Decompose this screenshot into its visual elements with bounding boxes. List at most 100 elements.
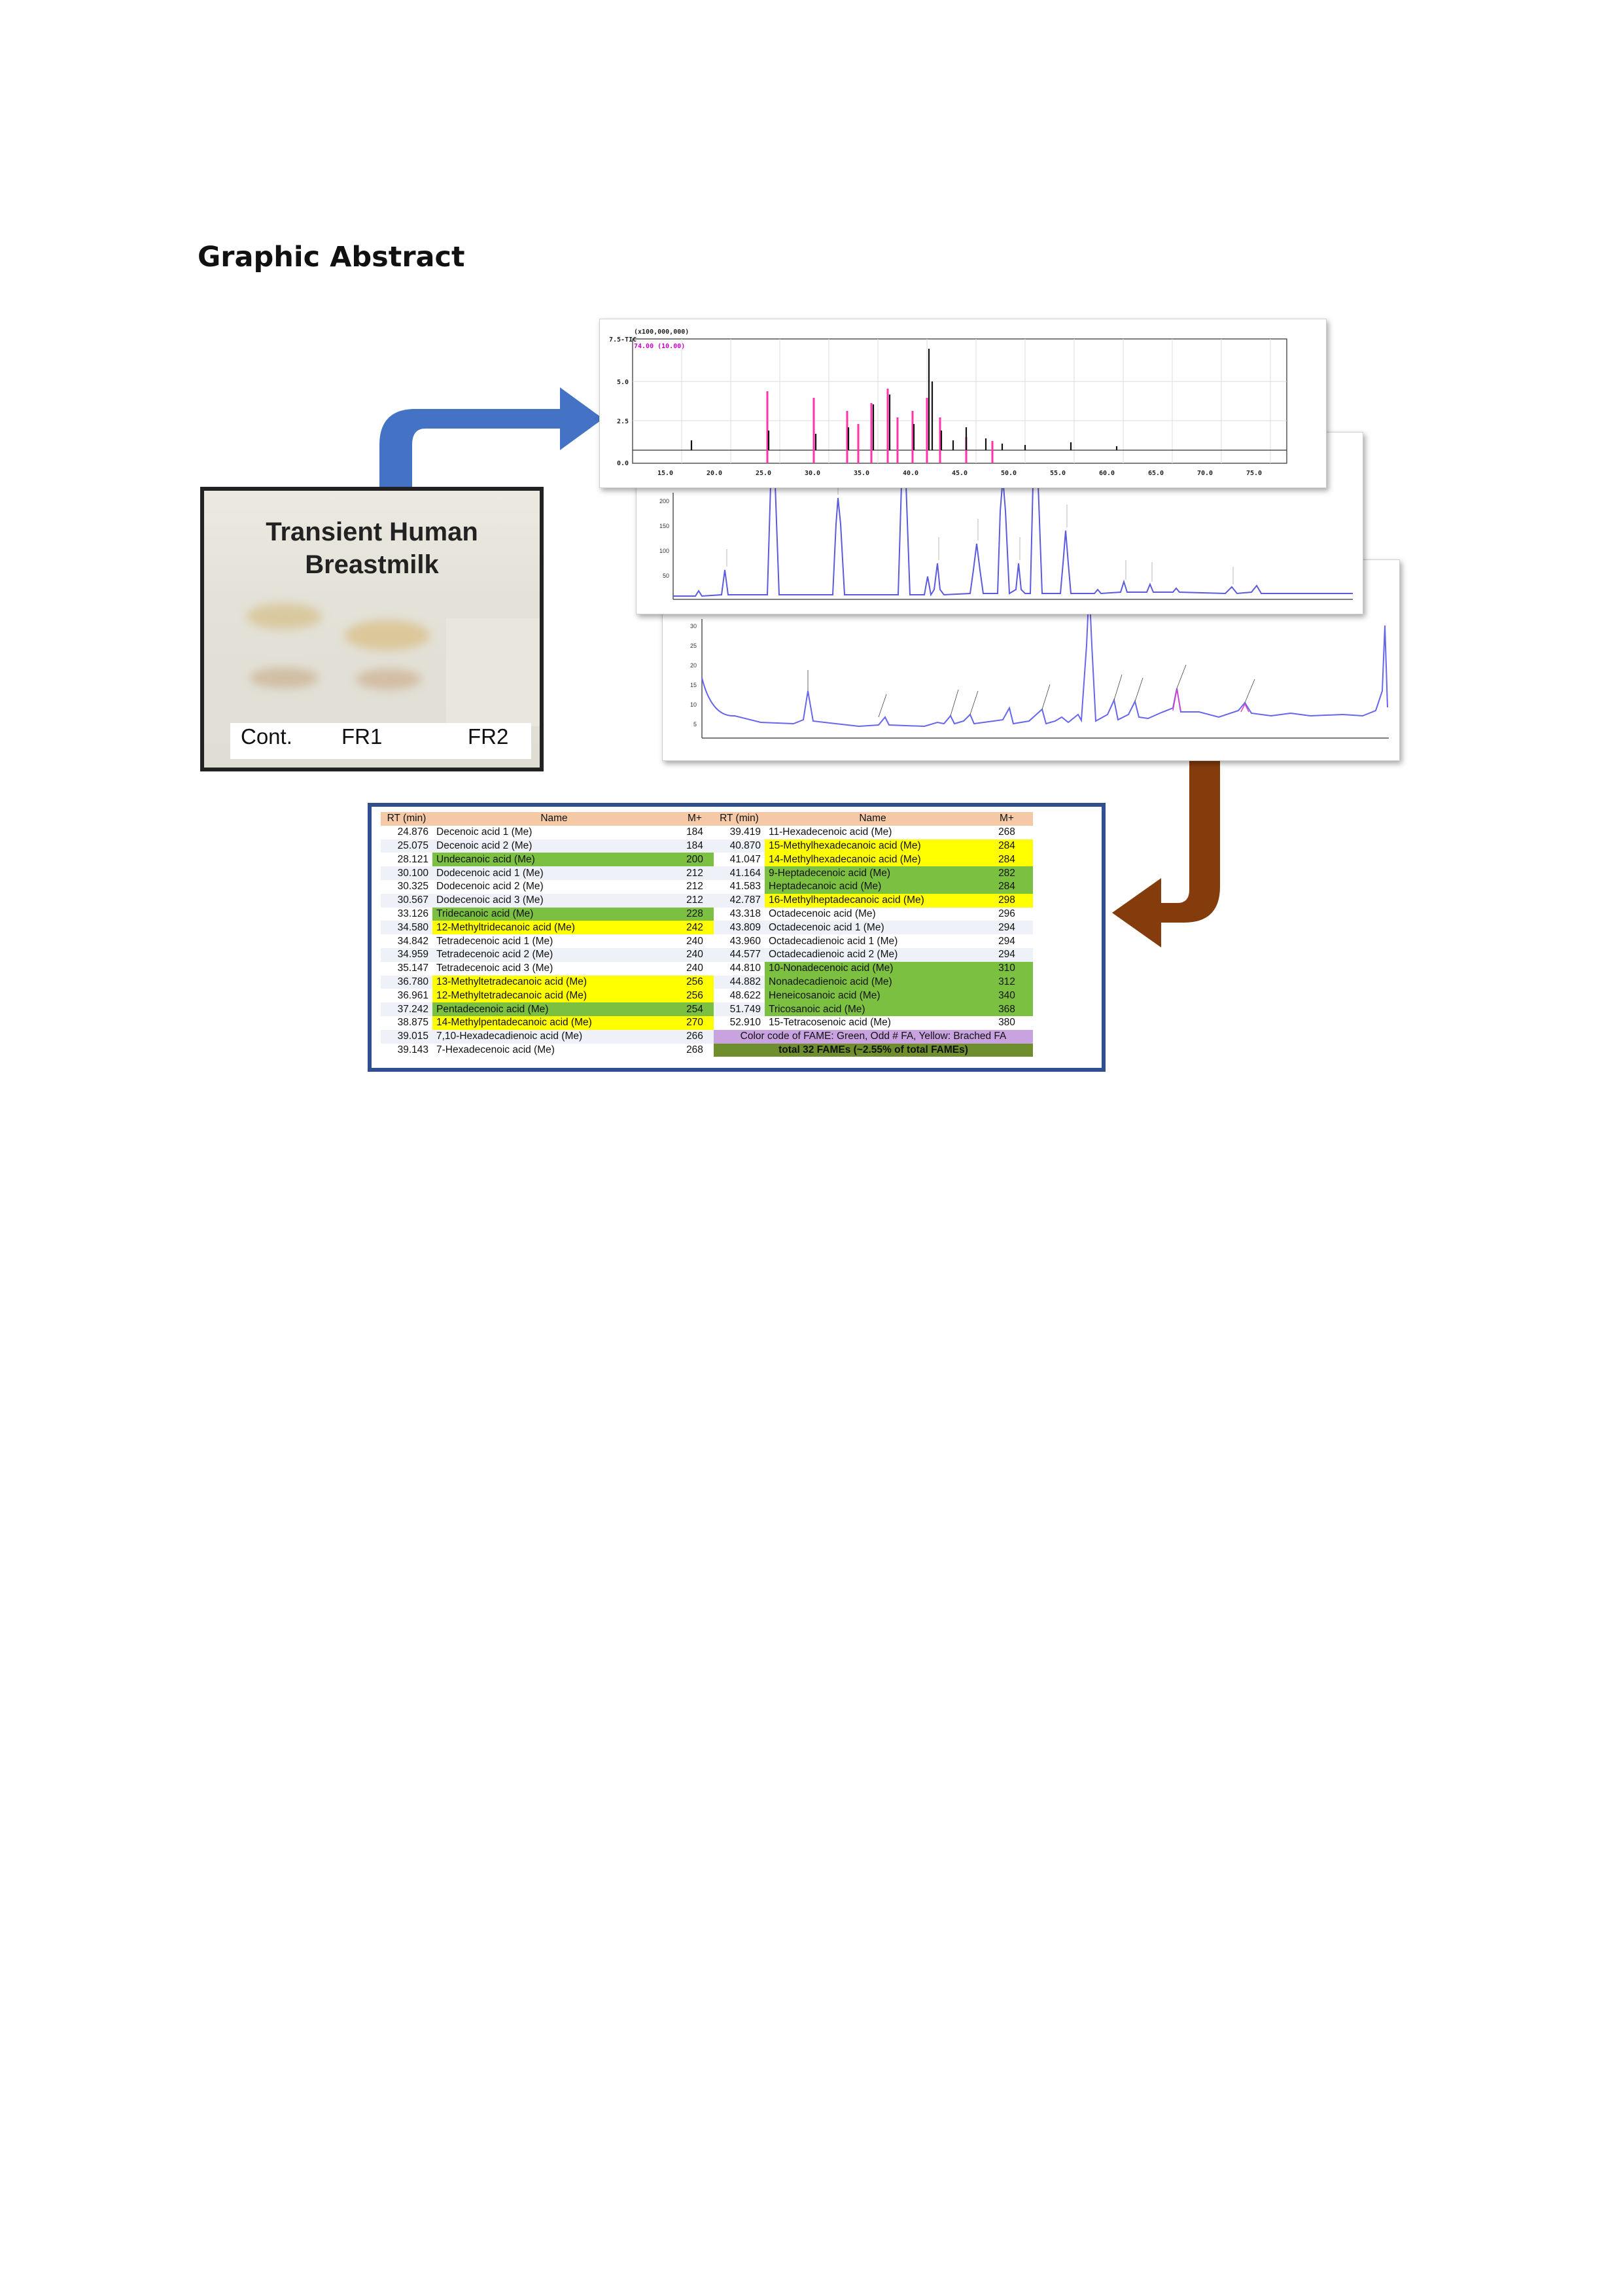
cell-name: Dodecenoic acid 2 (Me) [432,879,676,894]
cell-name: Decenoic acid 1 (Me) [432,825,676,839]
cell-rt: 37.242 [381,1002,432,1016]
cell-rt: 34.842 [381,934,432,948]
c1-ion-label: 74.00 (10.00) [634,343,685,350]
cell-rt: 33.126 [381,907,432,921]
cell-rt: 36.780 [381,975,432,989]
c1-xtick-10: 65.0 [1148,470,1164,477]
cell-name: Tetradecenoic acid 1 (Me) [432,934,676,948]
cell-name: Octadecenoic acid 1 (Me) [765,921,981,935]
c1-xtick-12: 75.0 [1246,470,1262,477]
cell-name: Tricosanoic acid (Me) [765,1002,981,1016]
cell-name: 14-Methylpentadecanoic acid (Me) [432,1016,676,1030]
cell-name: 12-Methyltridecanoic acid (Me) [432,921,676,935]
cell-name: Decenoic acid 2 (Me) [432,839,676,853]
cell-name: Dodecenoic acid 3 (Me) [432,893,676,908]
cell-rt: 43.809 [714,921,765,935]
cell-mplus: 268 [676,1043,714,1057]
cell-name: Tetradecenoic acid 2 (Me) [432,947,676,962]
cell-rt: 24.876 [381,825,432,839]
cell-mplus: 240 [676,947,714,962]
header-m-right: M+ [981,812,1033,826]
c1-x-ticks: 15.0 20.0 25.0 30.0 35.0 40.0 45.0 50.0 … [657,470,1262,477]
cell-rt: 25.075 [381,839,432,853]
cell-mplus: 282 [981,866,1033,880]
c1-xtick-0: 15.0 [657,470,673,477]
cell-rt: 40.870 [714,839,765,853]
c1-ytick-2: 0.0 [617,460,629,467]
cell-mplus: 296 [981,907,1033,921]
c3-ytick-4: 10 [690,701,697,708]
c3-ytick-0: 30 [690,623,697,629]
c3-ytick-5: 5 [693,721,697,728]
cell-mplus: 212 [676,879,714,894]
cell-mplus: 240 [676,934,714,948]
cell-rt: 52.910 [714,1016,765,1030]
c1-xtick-1: 20.0 [707,470,722,477]
spot-cont-upper [247,603,322,629]
cell-mplus: 212 [676,893,714,908]
cell-rt: 41.583 [714,879,765,894]
cell-name: Octadecenoic acid (Me) [765,907,981,921]
cell-name: 9-Heptadecenoic acid (Me) [765,866,981,880]
cell-mplus: 368 [981,1002,1033,1016]
c1-ytick-1: 2.5 [617,418,629,425]
cell-rt: 42.787 [714,893,765,908]
c3-trace [701,586,1388,728]
cell-mplus: 340 [981,989,1033,1003]
c2-ytick-0: 200 [659,498,669,504]
c1-tic-label: 7.5-TIC [609,336,637,344]
cell-rt: 41.164 [714,866,765,880]
cell-name: 15-Tetracosenoic acid (Me) [765,1016,981,1030]
cell-mplus: 254 [676,1002,714,1016]
c2-ytick-3: 50 [663,573,669,579]
cell-rt: 36.961 [381,989,432,1003]
c1-xtick-7: 50.0 [1001,470,1017,477]
cell-rt: 39.419 [714,825,765,839]
cell-rt: 48.622 [714,989,765,1003]
arrow-down-left-icon [1112,756,1220,947]
cell-rt: 30.100 [381,866,432,880]
cell-mplus: 256 [676,975,714,989]
c1-ion-peaks [766,389,994,463]
cell-rt: 28.121 [381,853,432,867]
cell-rt: 43.960 [714,934,765,948]
arrow-up-right-icon [379,387,603,497]
c1-xtick-11: 70.0 [1197,470,1213,477]
c1-xtick-8: 55.0 [1050,470,1066,477]
cell-name: Nonadecadienoic acid (Me) [765,975,981,989]
cell-name: Dodecenoic acid 1 (Me) [432,866,676,880]
cell-rt: 43.318 [714,907,765,921]
cell-mplus: 200 [676,853,714,867]
page-heading: Graphic Abstract [198,241,465,274]
cell-rt: 44.577 [714,947,765,962]
c3-peak-labels [807,664,1255,718]
cell-name: 14-Methylhexadecanoic acid (Me) [765,853,981,867]
cell-name: Pentadecenoic acid (Me) [432,1002,676,1016]
cell-rt: 34.580 [381,921,432,935]
cell-name: 15-Methylhexadecanoic acid (Me) [765,839,981,853]
cell-name: Undecanoic acid (Me) [432,853,676,867]
cell-mplus: 242 [676,921,714,935]
cell-mplus: 294 [981,934,1033,948]
header-rt-right: RT (min) [714,812,765,826]
cell-mplus: 212 [676,866,714,880]
header-rt-left: RT (min) [381,812,432,826]
cell-mplus: 298 [981,893,1033,908]
cell-name: Heneicosanoic acid (Me) [765,989,981,1003]
spot-fr1-lower [356,669,421,690]
cell-mplus: 270 [676,1016,714,1030]
cell-rt: 34.959 [381,947,432,962]
c1-scale-label: (x100,000,000) [634,328,689,336]
cell-name: 16-Methylheptadecanoic acid (Me) [765,893,981,908]
cell-rt: 44.882 [714,975,765,989]
cell-name: 10-Nonadecenoic acid (Me) [765,961,981,976]
